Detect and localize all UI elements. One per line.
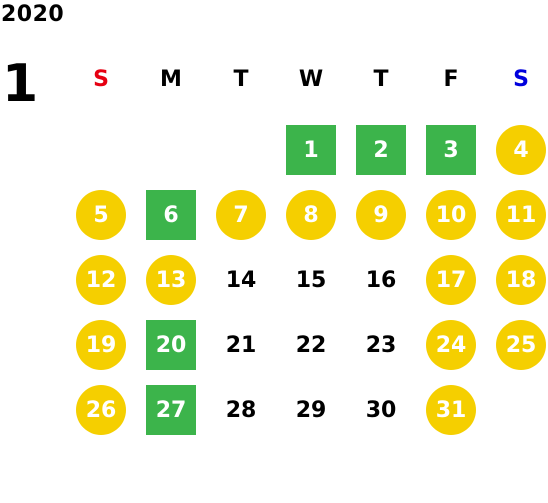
day-cell-19[interactable]: 19: [76, 320, 126, 370]
day-cell-6[interactable]: 6: [146, 190, 196, 240]
weekday-sun: S: [93, 67, 109, 92]
day-cell-22[interactable]: 22: [295, 332, 327, 358]
day-cell-1[interactable]: 1: [286, 125, 336, 175]
weekday-thu: T: [373, 67, 389, 92]
weekday-fri: F: [443, 67, 459, 92]
day-cell-29[interactable]: 29: [295, 397, 327, 423]
day-cell-10[interactable]: 10: [426, 190, 476, 240]
day-cell-5[interactable]: 5: [76, 190, 126, 240]
day-cell-27[interactable]: 27: [146, 385, 196, 435]
day-cell-12[interactable]: 12: [76, 255, 126, 305]
day-cell-24[interactable]: 24: [426, 320, 476, 370]
day-cell-16[interactable]: 16: [365, 267, 397, 293]
weekday-tue: T: [233, 67, 249, 92]
day-cell-25[interactable]: 25: [496, 320, 546, 370]
day-cell-23[interactable]: 23: [365, 332, 397, 358]
month-label: 1: [2, 54, 39, 114]
day-cell-18[interactable]: 18: [496, 255, 546, 305]
day-cell-11[interactable]: 11: [496, 190, 546, 240]
day-cell-7[interactable]: 7: [216, 190, 266, 240]
day-cell-26[interactable]: 26: [76, 385, 126, 435]
day-cell-14[interactable]: 14: [225, 267, 257, 293]
day-cell-3[interactable]: 3: [426, 125, 476, 175]
day-cell-20[interactable]: 20: [146, 320, 196, 370]
year-label: 2020: [1, 2, 65, 27]
day-cell-31[interactable]: 31: [426, 385, 476, 435]
day-cell-28[interactable]: 28: [225, 397, 257, 423]
day-cell-15[interactable]: 15: [295, 267, 327, 293]
day-cell-21[interactable]: 21: [225, 332, 257, 358]
day-cell-9[interactable]: 9: [356, 190, 406, 240]
day-cell-17[interactable]: 17: [426, 255, 476, 305]
weekday-mon: M: [160, 67, 182, 92]
day-cell-4[interactable]: 4: [496, 125, 546, 175]
day-cell-30[interactable]: 30: [365, 397, 397, 423]
day-cell-13[interactable]: 13: [146, 255, 196, 305]
weekday-wed: W: [298, 67, 324, 92]
day-cell-2[interactable]: 2: [356, 125, 406, 175]
weekday-sat: S: [513, 67, 529, 92]
day-cell-8[interactable]: 8: [286, 190, 336, 240]
